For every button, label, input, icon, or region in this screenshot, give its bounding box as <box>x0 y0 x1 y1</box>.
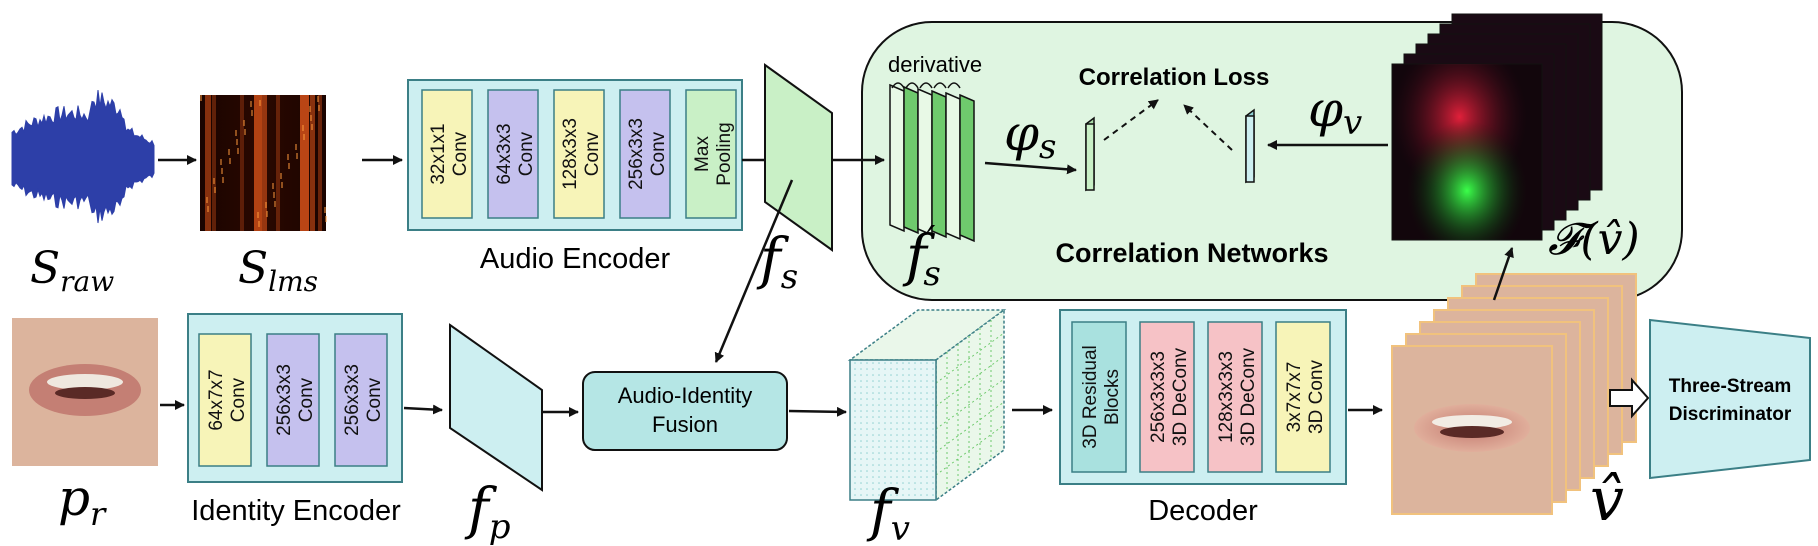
identity-encoder-title: Identity Encoder <box>191 495 401 527</box>
decoder-title: Decoder <box>1148 495 1258 527</box>
three-stream-discriminator <box>1649 318 1811 480</box>
decoder-block-4 <box>1275 321 1331 473</box>
decoder-block-3 <box>1207 321 1263 473</box>
fusion-line2: Fusion <box>652 412 718 437</box>
decoder-block-4-label: 3x7x7x73D Conv <box>1284 360 1327 434</box>
decoder-block-3-label: 128x3x3x33D DeConv <box>1216 347 1259 446</box>
phi-v-label: φv <box>1308 80 1362 143</box>
correlation-networks-label: Correlation Networks <box>1055 238 1328 268</box>
decoder-block-1-label: 3D ResidualBlocks <box>1080 345 1123 449</box>
v-hat-label: v̂ <box>1590 465 1624 535</box>
identity-encoder-block-3-label: 256x3x3Conv <box>342 364 385 436</box>
arrow-video-to-flow <box>1492 247 1514 301</box>
arrow-fusion-to-fv <box>788 406 847 417</box>
f-s-label: fs <box>756 227 798 297</box>
audio-encoder-blocks: 32x1x1Conv 64x3x3Conv 128x3x3Conv 256x3x3Co… <box>421 89 737 219</box>
optical-flow-stack <box>1391 13 1603 241</box>
correlation-loss-label: Correlation Loss <box>1079 64 1270 91</box>
f-p-label: fp <box>464 477 511 546</box>
f-s-prime-label: f′s <box>902 218 941 294</box>
identity-encoder-block-1 <box>198 333 252 467</box>
identity-encoder-blocks: 64x7x7Conv 256x3x3Conv 256x3x3Conv <box>198 333 388 467</box>
audio-encoder-block-2-label: 64x3x3Conv <box>494 123 537 184</box>
audio-encoder-block-1-label: 32x1x1Conv <box>428 123 471 184</box>
decoder-block-2-label: 256x3x3x33D DeConv <box>1148 347 1191 446</box>
audio-encoder-block-1 <box>421 89 473 219</box>
audio-identity-fusion <box>582 371 788 451</box>
derivative-label: derivative <box>888 52 982 77</box>
audio-encoder-title: Audio Encoder <box>480 243 671 275</box>
audio-encoder-block-2 <box>487 89 539 219</box>
fv-cube <box>847 308 1007 502</box>
arrow-phi-s <box>984 161 1077 175</box>
dashed-arrow-phi-s-loss <box>1103 99 1159 141</box>
identity-encoder-block-1-label: 64x7x7Conv <box>206 369 249 430</box>
discriminator-line1: Three-Stream <box>1669 376 1792 397</box>
decoder-block-1 <box>1071 321 1127 473</box>
f-v-label: fv <box>866 479 910 546</box>
p-r-label: pr <box>58 469 107 533</box>
raw-waveform <box>11 89 155 224</box>
arrow-fs-to-fusion <box>714 179 794 363</box>
identity-encoder-block-2-label: 256x3x3Conv <box>274 364 317 436</box>
audio-encoder-block-3 <box>553 89 605 219</box>
audio-encoder-block-5 <box>685 89 737 219</box>
lms-spectrogram <box>200 95 327 231</box>
arrow-identity-encoder-out <box>403 404 443 415</box>
generated-video-stack <box>1391 273 1637 515</box>
discriminator-line2: Discriminator <box>1669 404 1792 425</box>
audio-encoder-block-4-label: 256x3x3Conv <box>626 118 669 190</box>
fs-prime-stack <box>889 82 975 243</box>
audio-encoder-block-4 <box>619 89 671 219</box>
fp-feature-map <box>449 323 543 492</box>
flow-function-label: 𝓕(v̂) <box>1548 214 1640 265</box>
decoder-block-2 <box>1139 321 1195 473</box>
audio-encoder-block-5-label: MaxPooling <box>692 122 735 185</box>
identity-encoder-block-2 <box>266 333 320 467</box>
fusion-line1: Audio-Identity <box>618 383 753 408</box>
s-raw-label: Sraw <box>30 243 114 298</box>
phi-s-embedding <box>1085 123 1095 191</box>
arrow-to-discriminator <box>1609 377 1650 419</box>
phi-v-embedding <box>1245 115 1255 183</box>
identity-frame <box>12 318 158 466</box>
phi-s-label: φs <box>1004 104 1056 167</box>
s-lms-label: Slms <box>238 243 318 298</box>
audio-encoder-block-3-label: 128x3x3Conv <box>560 118 603 190</box>
identity-encoder-block-3 <box>334 333 388 467</box>
decoder-blocks: 3D ResidualBlocks 256x3x3x33D DeConv 128x3… <box>1071 321 1331 473</box>
